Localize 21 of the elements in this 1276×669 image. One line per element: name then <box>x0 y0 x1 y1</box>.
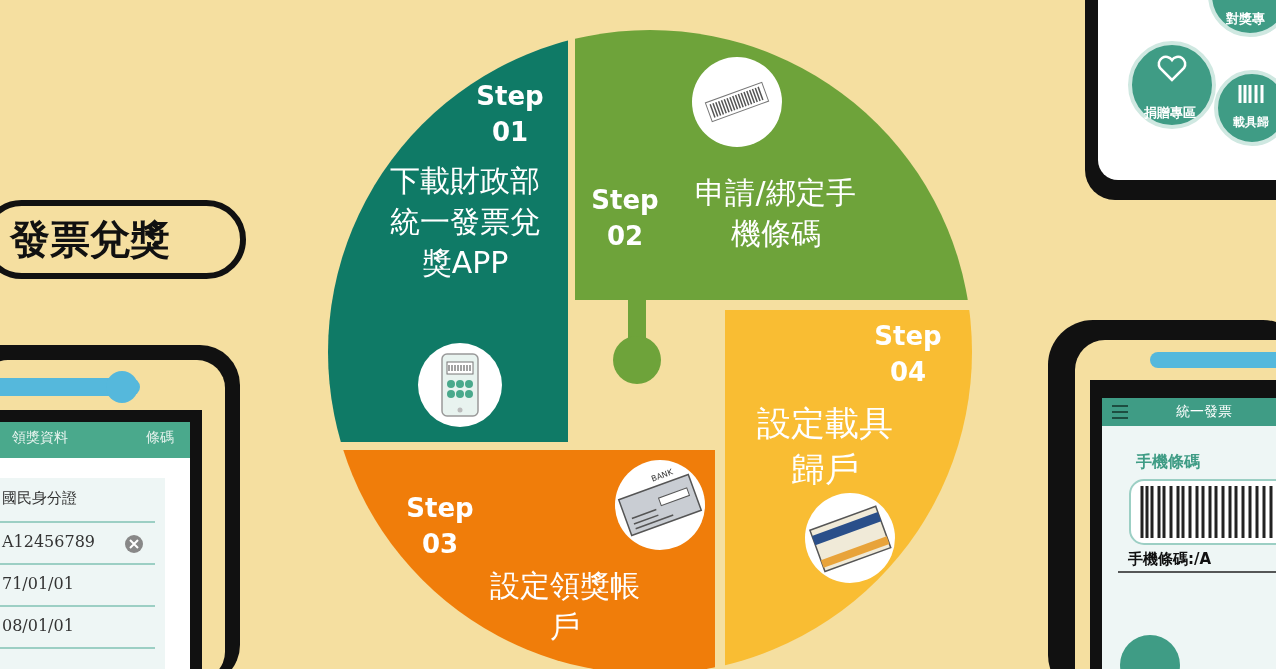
field-label: 國民身分證 <box>2 489 77 508</box>
step-description: 申請/綁定手機條碼 <box>694 174 857 253</box>
step-number: Step 01 <box>475 80 545 149</box>
field-value: A12456789 <box>2 532 95 551</box>
tab-label: 手機條碼 <box>1136 452 1200 473</box>
tab-label: 條碼 <box>146 429 174 447</box>
screen-title: 領獎資料 <box>12 429 68 447</box>
step-description: 下載財政部統一發票兌獎APP <box>389 162 541 282</box>
menu-button-label: 對獎專 <box>1226 10 1265 28</box>
step-number: Step 04 <box>873 320 943 389</box>
menu-button-label: 載具歸 <box>1233 114 1269 131</box>
step-number: Step 03 <box>405 492 475 561</box>
screen-title: 統一發票 <box>1176 403 1232 421</box>
step-description: 設定載具歸戶 <box>756 402 894 491</box>
step-number: Step 02 <box>590 184 660 253</box>
field-value: 08/01/01 <box>2 616 74 635</box>
barcode-caption: 手機條碼:/A <box>1128 550 1212 569</box>
step-description: 設定領獎帳戶 <box>489 567 641 646</box>
title-banner: 發票兌獎 <box>0 200 246 279</box>
menu-button-label: 捐贈專區 <box>1144 104 1196 122</box>
field-value: 71/01/01 <box>2 574 74 593</box>
